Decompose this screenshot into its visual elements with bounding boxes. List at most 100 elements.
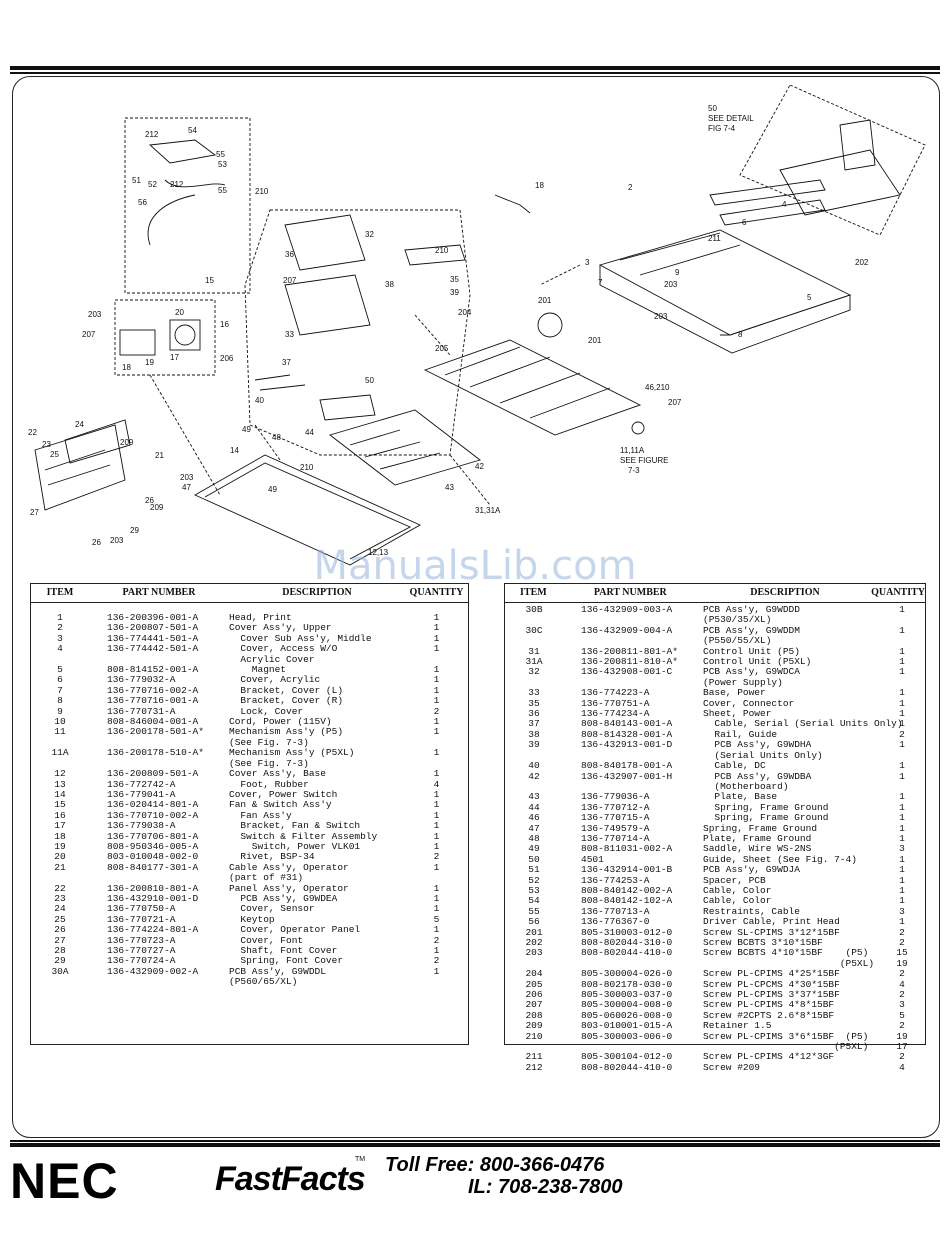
description-cell: Screw SL-CPIMS 3*12*15BF	[703, 926, 840, 938]
part-number-cell: 136-774253-A	[581, 874, 650, 886]
description-cell: Screw BCBTS 3*10*15BF	[703, 937, 823, 948]
header-part-number: PART NUMBER	[593, 586, 667, 598]
description-cell: Fan & Switch Ass'y	[229, 799, 332, 811]
quantity-cell: 1	[433, 674, 440, 686]
part-number-cell: 136-200810-801-A	[107, 882, 199, 894]
quantity-cell: 2	[899, 989, 905, 1001]
quantity-cell: 1	[899, 853, 905, 865]
quantity-cell: 1	[899, 687, 905, 699]
description-cell: Base, Power	[703, 687, 766, 699]
quantity-cell: 17	[896, 1041, 908, 1053]
top-rule-thick	[10, 66, 940, 70]
item-cell: 27	[54, 934, 66, 946]
item-cell: 25	[54, 913, 66, 925]
part-number-cell: 136-774234-A	[581, 708, 650, 720]
quantity-cell: 1	[899, 832, 905, 844]
description-cell: Keytop	[229, 913, 275, 925]
quantity-cell: 2	[433, 705, 440, 717]
sheet-guide-detail-box	[739, 85, 926, 236]
svg-text:202: 202	[855, 258, 869, 267]
item-cell: 206	[525, 989, 543, 1001]
svg-text:207: 207	[283, 276, 297, 285]
svg-text:47: 47	[182, 483, 191, 492]
description-cell: Spring, Frame Ground	[703, 812, 829, 824]
svg-text:203: 203	[110, 536, 124, 545]
quantity-cell: 1	[433, 612, 440, 623]
part-number-cell: 136-770727-A	[107, 945, 176, 956]
svg-text:201: 201	[588, 336, 602, 345]
part-number-cell: 136-432909-003-A	[581, 604, 673, 615]
table-row: (See Fig. 7-3)	[31, 737, 468, 748]
table-row: (P5XL)19	[505, 958, 925, 969]
parts-table-right: ITEM PART NUMBER DESCRIPTION QUANTITY 30…	[504, 583, 926, 1073]
item-cell: 11A	[51, 747, 69, 759]
quantity-cell: 4	[433, 778, 440, 790]
item-cell: 210	[525, 1030, 543, 1042]
item-cell: 17	[54, 820, 66, 832]
quantity-cell	[405, 977, 468, 987]
fan-assy	[169, 319, 201, 351]
item-cell: 208	[525, 1009, 543, 1021]
item-cell	[31, 873, 89, 883]
description-cell: Spring, Frame Ground	[703, 822, 818, 834]
item-cell: 51	[528, 864, 540, 876]
svg-text:203: 203	[180, 473, 194, 482]
svg-text:56: 56	[138, 198, 147, 207]
part-number-cell: 136-770724-A	[107, 955, 176, 967]
description-cell: Switch, Power VLK01	[229, 840, 361, 852]
item-cell: 15	[54, 799, 66, 811]
part-number-cell: 136-772742-A	[107, 778, 176, 790]
cover-connector	[404, 244, 466, 266]
svg-text:16: 16	[220, 320, 229, 329]
svg-text:18: 18	[535, 181, 544, 190]
description-cell: (P560/65/XL)	[229, 976, 298, 988]
item-cell: 31A	[525, 656, 543, 668]
item-cell: 204	[525, 968, 543, 980]
quantity-cell: 2	[433, 851, 440, 863]
description-cell: Saddle, Wire WS-2NS	[703, 843, 812, 855]
part-number-cell: 136-200811-810-A*	[581, 656, 678, 668]
description-cell: Cover, Connector	[703, 697, 795, 709]
description-cell: Cover Ass'y, Upper	[229, 622, 332, 634]
part-number-cell: 803-010001-015-A	[581, 1020, 673, 1032]
svg-text:29: 29	[130, 526, 139, 535]
quantity-cell: 1	[899, 697, 905, 709]
cover-upper-ribs	[619, 232, 741, 276]
table-row: (P560/65/XL)	[31, 976, 468, 988]
description-cell: Cable, DC	[703, 760, 766, 772]
see-figure-label: SEE FIGURE	[620, 456, 668, 465]
part-number-cell: 136-774224-801-A	[107, 924, 199, 936]
item-cell: 35	[528, 697, 540, 709]
description-cell: Cable, Color	[703, 895, 772, 907]
svg-text:207: 207	[668, 398, 682, 407]
svg-text:3: 3	[585, 258, 590, 267]
item-cell: 3	[57, 632, 63, 644]
description-cell: Switch & Filter Assembly	[229, 830, 378, 842]
part-number-cell: 136-770710-002-A	[107, 809, 199, 821]
description-cell: Driver Cable, Print Head	[703, 916, 840, 928]
description-cell: Cover, Operator Panel	[229, 924, 361, 936]
svg-text:51: 51	[132, 176, 141, 185]
description-cell: Restraints, Cable	[703, 905, 800, 917]
description-cell: Control Unit (P5XL)	[703, 656, 812, 668]
header-item: ITEM	[520, 586, 547, 598]
table-header: ITEM PART NUMBER DESCRIPTION QUANTITY	[31, 584, 468, 603]
part-number-cell: 136-770714-A	[581, 832, 650, 844]
part-number-cell	[89, 977, 229, 987]
